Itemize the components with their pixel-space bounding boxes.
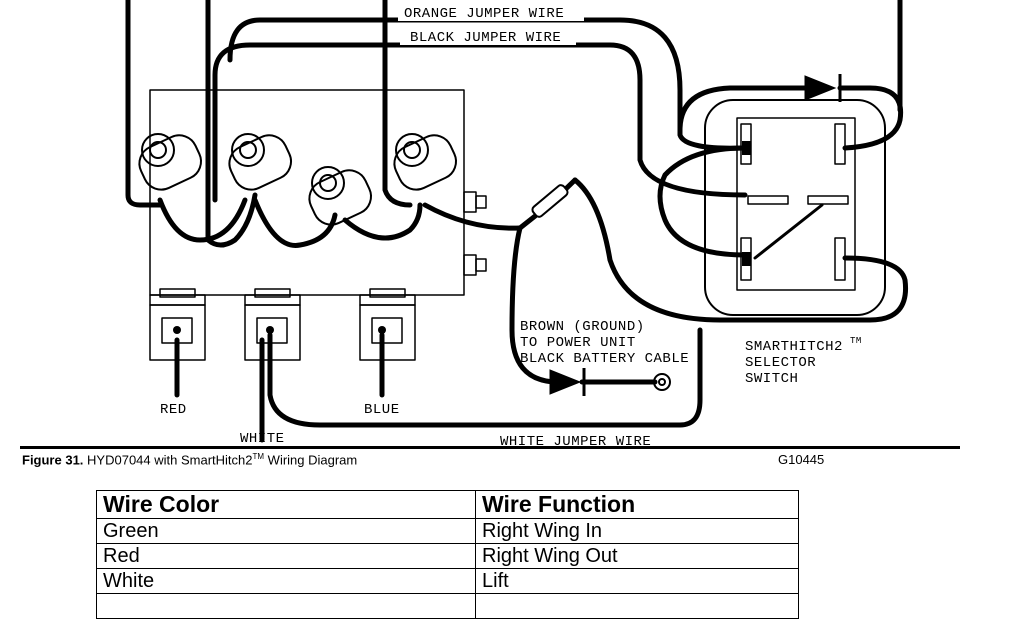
caption-text-end: Wiring Diagram — [264, 452, 358, 468]
table-cell: Right Wing In — [475, 518, 799, 544]
solenoid-coil-4 — [393, 133, 457, 191]
blue-wire-label: BLUE — [364, 402, 400, 418]
black-jumper-label: BLACK JUMPER WIRE — [410, 30, 561, 46]
caption-text: HYD07044 with SmartHitch2 — [83, 452, 253, 468]
table-cell: Right Wing Out — [475, 543, 799, 569]
header-wire-color: Wire Color — [96, 490, 476, 519]
selector-switch-outer — [704, 99, 886, 316]
switch-label-2: SELECTOR — [745, 355, 816, 371]
table-row: White Lift — [96, 568, 799, 594]
switch-label-3: SWITCH — [745, 371, 798, 387]
table-cell — [96, 593, 476, 619]
white-wire-label: WHITE — [240, 431, 285, 446]
table-cell: White — [96, 568, 476, 594]
solenoid-coil-1 — [138, 133, 202, 191]
brown-ground-label-1: BROWN (GROUND) — [520, 319, 645, 335]
blue-connector — [359, 304, 416, 361]
solenoid-coil-2 — [228, 133, 292, 191]
caption-rule — [20, 446, 960, 449]
orange-jumper-label: ORANGE JUMPER WIRE — [404, 6, 564, 22]
table-cell — [475, 593, 799, 619]
selector-switch-inner — [736, 117, 856, 291]
valve-block — [149, 89, 465, 296]
table-cell: Green — [96, 518, 476, 544]
red-wire-label: RED — [160, 402, 187, 418]
table-row: Red Right Wing Out — [96, 543, 799, 569]
table-row: Green Right Wing In — [96, 518, 799, 544]
switch-label-1: SMARTHITCH2 — [745, 339, 843, 355]
figure-number: Figure 31. — [22, 452, 84, 468]
caption-tm: TM — [252, 452, 265, 461]
table-header-row: Wire Color Wire Function — [96, 490, 799, 519]
header-wire-function: Wire Function — [475, 490, 799, 519]
brown-ground-label-2: TO POWER UNIT — [520, 335, 636, 351]
wiring-diagram: ORANGE JUMPER WIRE BLACK JUMPER WIRE BRO… — [125, 0, 909, 446]
solenoid-coil-3 — [308, 166, 372, 226]
switch-tm-label: TM — [850, 336, 862, 346]
brown-ground-label-3: BLACK BATTERY CABLE — [520, 351, 689, 367]
table-cell: Red — [96, 543, 476, 569]
drawing-id: G10445 — [778, 452, 825, 467]
table-row — [96, 593, 799, 619]
white-jumper-label: WHITE JUMPER WIRE — [500, 434, 651, 446]
diode-icon — [549, 74, 842, 396]
table-cell: Lift — [475, 568, 799, 594]
figure-caption: Figure 31. HYD07044 with SmartHitch2TM W… — [22, 452, 357, 467]
